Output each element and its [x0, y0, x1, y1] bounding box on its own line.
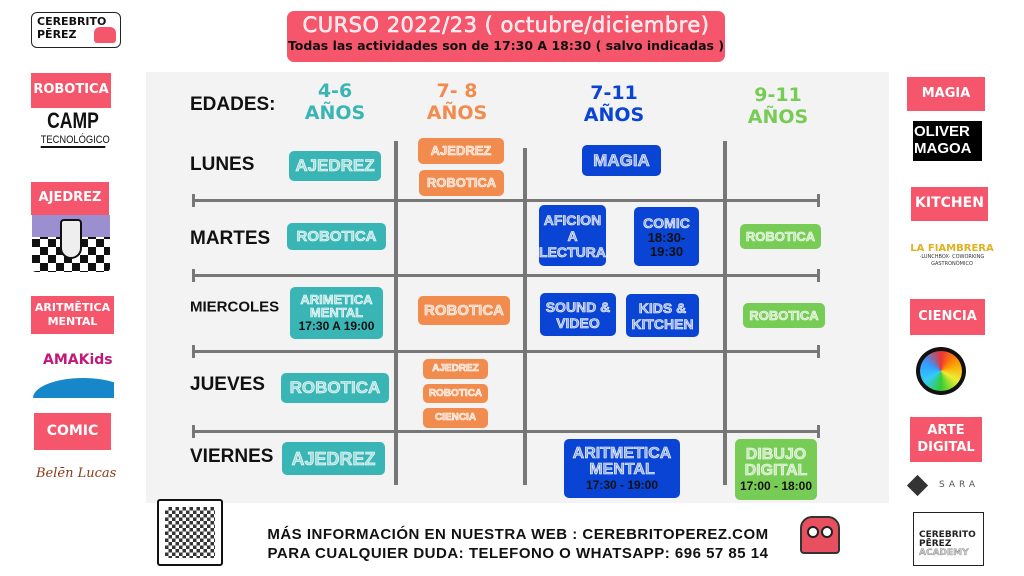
label-aritmetica: ARITMĒTICA MENTAL: [31, 296, 114, 334]
label-robotica: ROBOTICA: [31, 73, 111, 108]
day-jueves: JUEVES: [190, 374, 265, 395]
grid-line: [192, 345, 820, 358]
activity-block: KIDS & KITCHEN: [626, 294, 699, 337]
diamond-icon: [906, 474, 929, 496]
activity-time: 17:30 - 19:00: [585, 477, 659, 492]
brain-icon: [94, 27, 116, 43]
day-lunes: LUNES: [190, 154, 255, 175]
age-range: 7- 8: [436, 80, 478, 102]
activity-block: ROBOTICA: [281, 373, 389, 403]
partner-name: CAMP: [47, 108, 99, 133]
activity-block: ROBOTICA: [287, 223, 386, 250]
label-magia: MAGIA: [907, 77, 985, 111]
activity-block: AJEDREZ: [423, 359, 488, 379]
age-unit: AÑOS: [583, 104, 645, 126]
label-arte-digital: ARTE DIGITAL: [910, 417, 982, 462]
logo-line2: PĒREZ: [37, 28, 77, 41]
label-ajedrez: AJEDREZ: [31, 182, 109, 215]
activity-label: COMIC: [643, 214, 690, 231]
activity-block: MAGIA: [582, 145, 661, 176]
activity-block: ROBOTICA: [419, 170, 504, 196]
day-martes: MARTES: [190, 228, 271, 249]
cerebrito-logo: CEREBRITO PĒREZ: [31, 12, 121, 48]
la-fiambrera-logo: LA FIAMBRERA ·LUNCHBOX· COWORKING GASTRO…: [908, 243, 996, 268]
brain-mascot-icon: [800, 516, 840, 554]
activity-label: DIBUJO DIGITAL: [744, 445, 808, 479]
label-ciencia: CIENCIA: [910, 299, 985, 335]
logo-line1: CEREBRITO: [37, 15, 107, 28]
partner-sub: TECNOLÓGICO: [40, 134, 110, 148]
activity-block: SOUND & VIDEO: [540, 293, 616, 336]
activity-block: ROBOTICA: [743, 303, 825, 328]
grid-line: [723, 141, 727, 485]
oliver-magoa-logo: OLIVER MAGOA: [913, 121, 982, 161]
activity-block: ROBOTICA: [418, 296, 510, 325]
activity-block: AJEDREZ: [289, 151, 381, 181]
partner-name: AMAKids: [43, 352, 113, 368]
cerebrito-academy-logo: CEREBRITO PĒREZ ACADEMY: [913, 512, 984, 566]
activity-time: 17:30 A 19:00: [298, 319, 375, 333]
activity-label: ARIMETICA MENTAL: [300, 292, 373, 320]
course-title: CURSO 2022/23 ( octubre/diciembre): [302, 13, 710, 38]
course-header: CURSO 2022/23 ( octubre/diciembre) Todas…: [287, 11, 725, 62]
activity-block: ROBOTICA: [423, 384, 488, 403]
age-range: 9-11: [754, 84, 802, 106]
grid-line: [394, 141, 398, 485]
activity-block: CIENCIA: [423, 408, 488, 428]
activity-time: 18:30- 19:30: [647, 229, 686, 259]
sara-logo: SARA: [906, 473, 985, 497]
belen-lucas-signature: Belēn Lucas: [36, 466, 117, 481]
activity-block: AJEDREZ: [418, 138, 504, 164]
age-range: 7-11: [590, 82, 638, 104]
age-unit: AÑOS: [747, 106, 809, 128]
grid-line: [192, 425, 820, 438]
qr-code[interactable]: [157, 499, 223, 566]
grid-line: [192, 269, 820, 282]
partner-sub: ACADEMY: [919, 548, 969, 558]
age-range: 4-6: [317, 80, 353, 102]
footer-contact-info: PARA CUALQUIER DUDA: TELEFONO O WHATSAPP…: [267, 545, 769, 562]
day-miercoles: MIERCOLES: [190, 298, 280, 316]
activity-time: 17:00 - 18:00: [739, 478, 813, 493]
activity-block: ROBOTICA: [740, 224, 821, 249]
day-viernes: VIERNES: [190, 446, 274, 467]
chess-image: [32, 215, 110, 272]
grid-line: [523, 148, 527, 485]
course-subtitle: Todas las actividades son de 17:30 A 18:…: [287, 38, 725, 53]
label-kitchen: KITCHEN: [911, 187, 988, 221]
footer-web-info: MÁS INFORMACIÓN EN NUESTRA WEB : CEREBRI…: [267, 526, 769, 543]
label-comic: COMIC: [34, 413, 111, 450]
amakids-logo: AMAKids: [33, 334, 114, 398]
ages-label: EDADES:: [190, 94, 276, 115]
age-unit: AÑOS: [304, 102, 366, 124]
grid-line: [192, 194, 820, 207]
age-unit: AÑOS: [426, 102, 488, 124]
partner-name: LA FIAMBRERA: [910, 243, 994, 254]
partner-name: SARA: [939, 480, 980, 490]
partner-name: CEREBRITO PĒREZ: [919, 530, 976, 549]
camp-tecnologico-logo: CAMP TECNOLÓGICO: [35, 108, 111, 148]
nautilus-shell-icon: [916, 347, 966, 395]
activity-block: AFICION A LECTURA: [539, 205, 606, 266]
activity-block: AJEDREZ: [282, 442, 385, 475]
activity-label: ARITMETICA MENTAL: [572, 444, 672, 478]
partner-sub: ·LUNCHBOX· COWORKING GASTRONÓMICO: [919, 254, 985, 267]
